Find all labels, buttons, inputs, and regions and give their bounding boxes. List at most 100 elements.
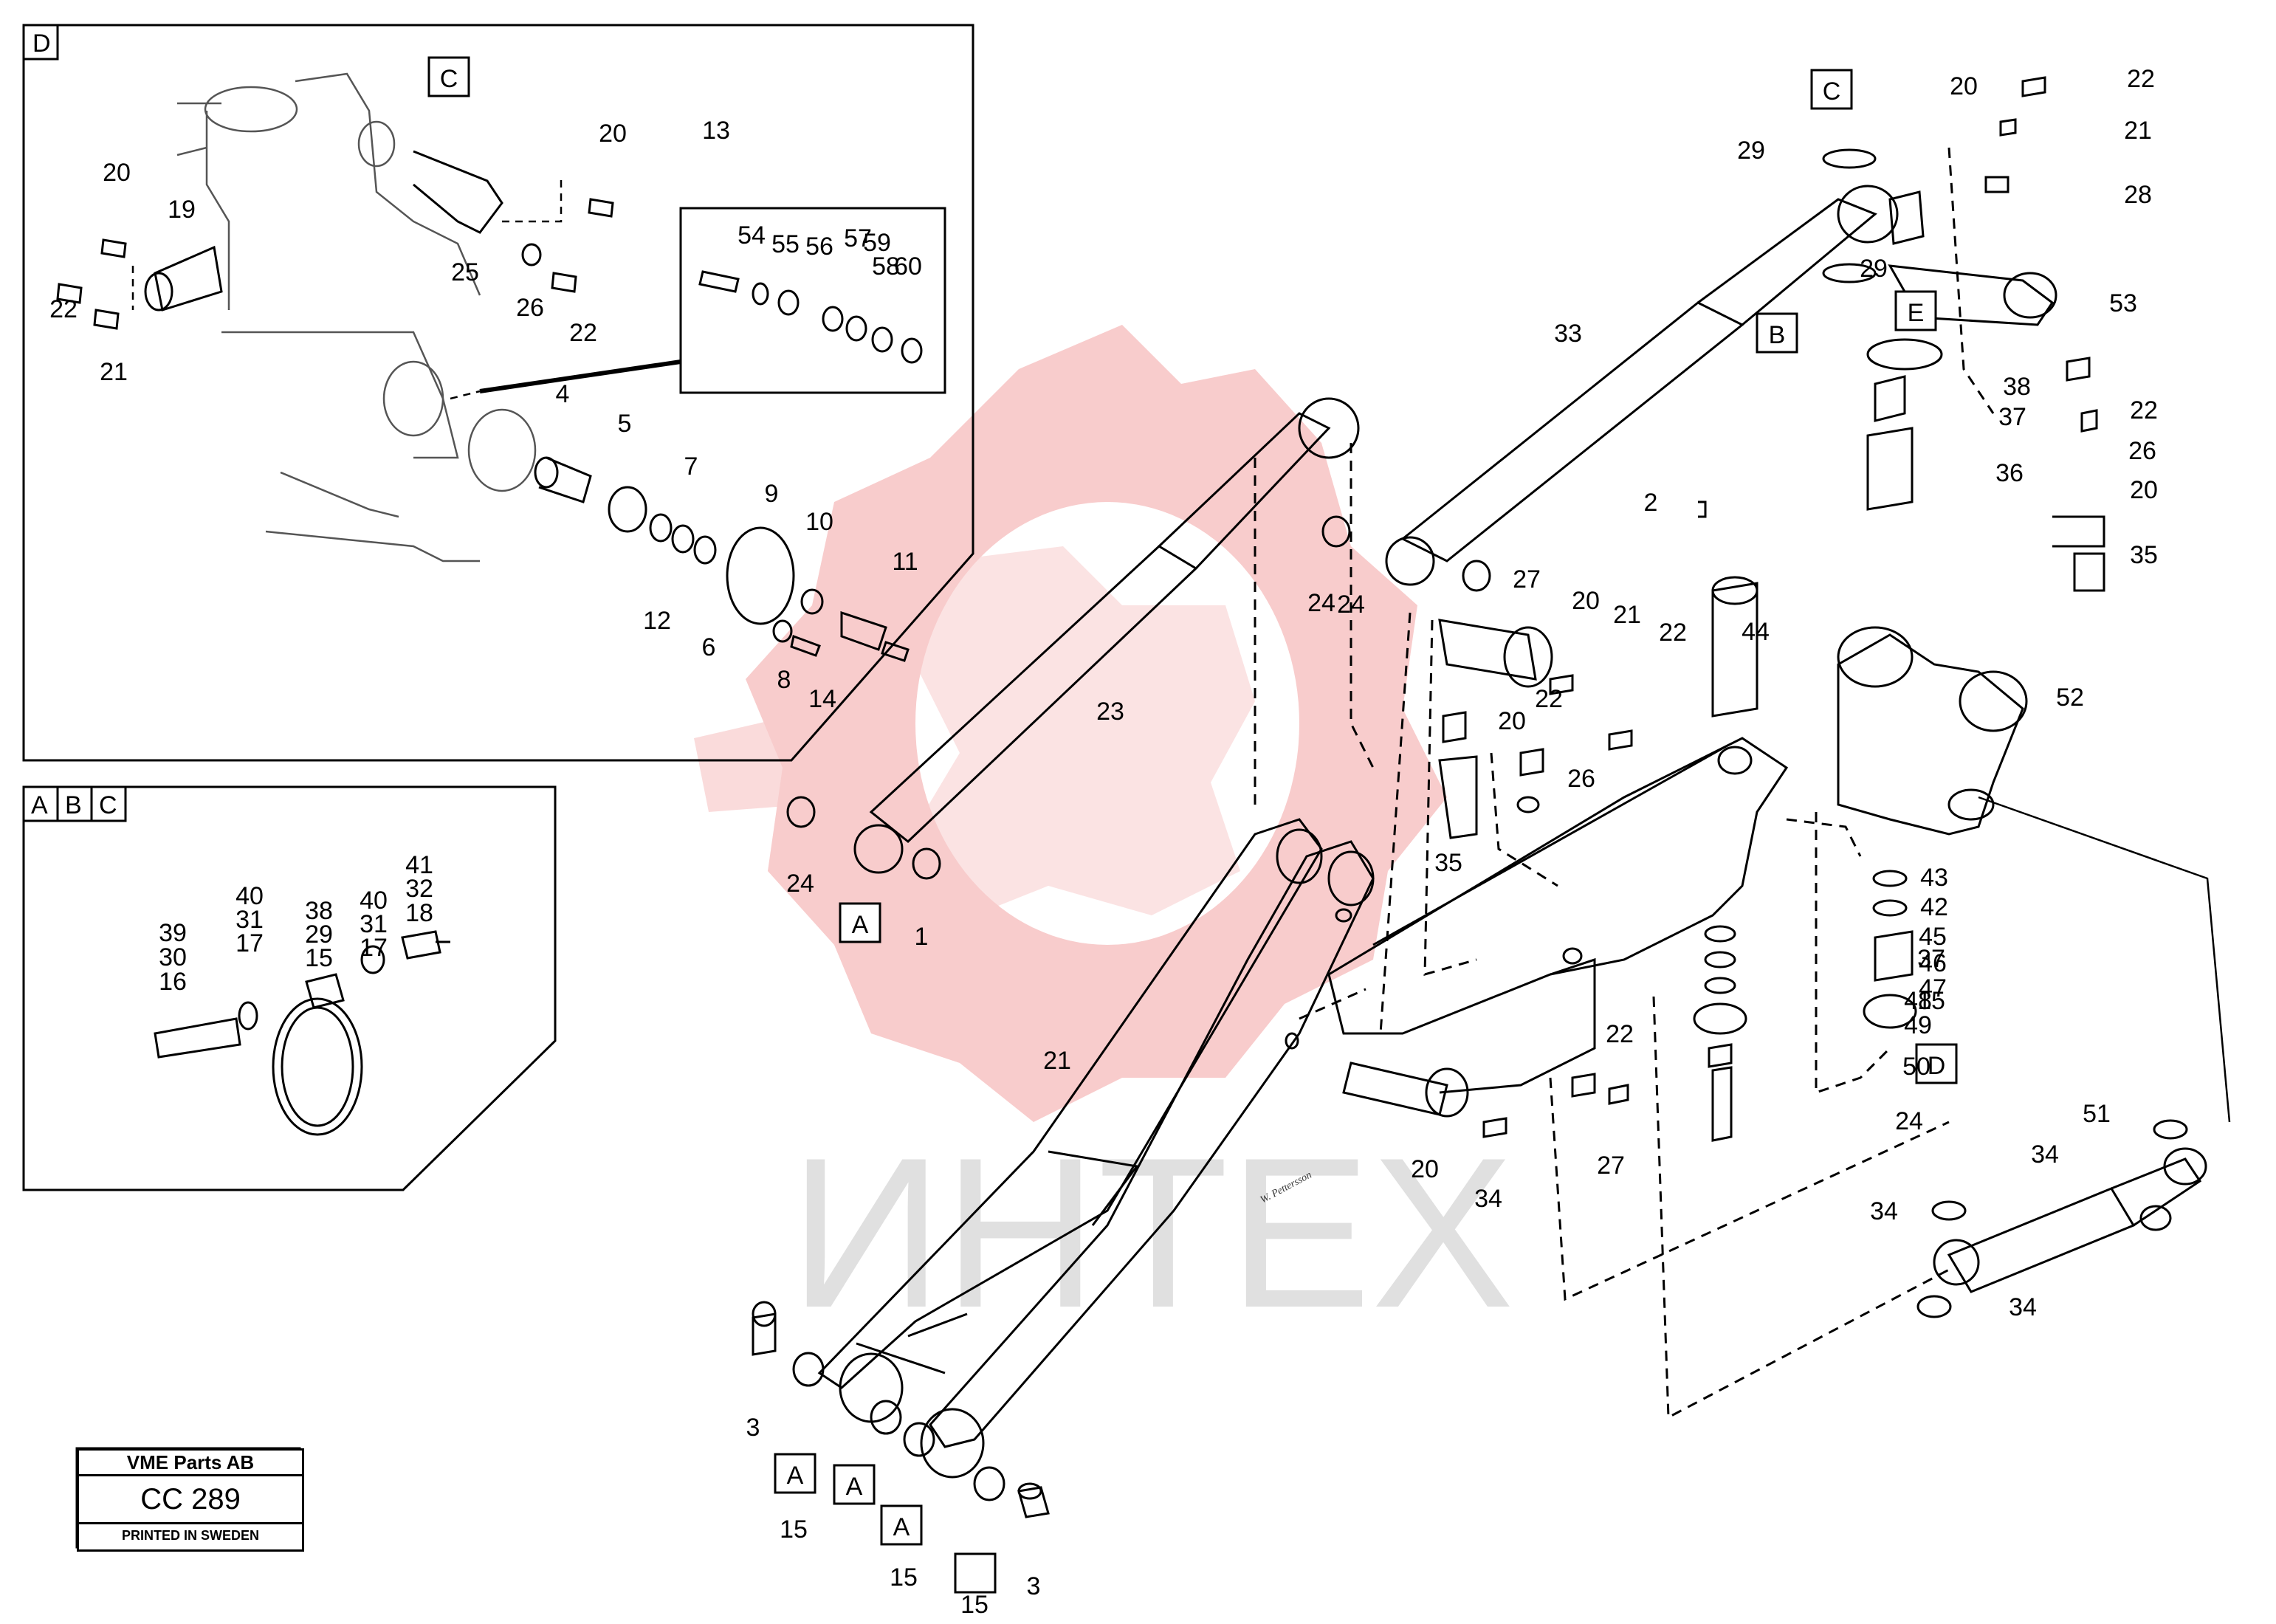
detail-abc-drawing xyxy=(154,930,450,1136)
detail-d-label-part-20: 55 xyxy=(771,230,800,258)
main-label-part-55: 3 xyxy=(1027,1572,1041,1600)
main-label-part-29: 43 xyxy=(1920,864,1948,892)
detail-abc-label-part-14: 16 xyxy=(159,968,187,996)
main-label-part-10: 33 xyxy=(1554,320,1582,348)
main-label-part-9: 36 xyxy=(1995,459,2024,487)
detail-d-label-part-23: 58 xyxy=(872,252,900,281)
main-label-part-11: 22 xyxy=(2130,396,2158,424)
detail-abc-label-part-7: 29 xyxy=(305,921,333,949)
main-label-part-49: 34 xyxy=(2031,1140,2059,1169)
main-label-part-21: 22 xyxy=(1659,619,1687,647)
bracket-52 xyxy=(1342,76,2105,1142)
detail-d-label-part-6: 26 xyxy=(516,294,544,322)
detail-d-label-part-15: 6 xyxy=(702,633,716,661)
detail-abc-label-part-10: 31 xyxy=(235,906,264,934)
main-label-part-0: 20 xyxy=(1950,72,1978,100)
detail-d-label-part-18: 13 xyxy=(702,117,730,145)
detail-d-dashes xyxy=(131,177,563,400)
main-label-part-31: 45 xyxy=(1919,923,1947,951)
main-label-part-52: 15 xyxy=(780,1515,808,1544)
main-label-part-25: 22 xyxy=(1535,685,1563,713)
main-label-part-6: 29 xyxy=(1860,255,1888,283)
detail-abc-label-b: B xyxy=(65,791,82,819)
detail-d-label-part-7: 22 xyxy=(569,319,597,347)
main-label-part-23: 52 xyxy=(2056,684,2084,712)
detail-abc-label-part-0: 41 xyxy=(405,851,433,879)
detail-d-label-part-12: 10 xyxy=(805,508,833,536)
detail-d-label-part-13: 11 xyxy=(892,548,918,576)
callout-box-letter-1: C xyxy=(1823,78,1841,106)
detail-abc-label-part-2: 18 xyxy=(405,899,433,927)
title-block: VME Parts AB CC 289 PRINTED IN SWEDEN xyxy=(77,1448,304,1552)
main-label-part-33: 47 xyxy=(1919,974,1947,1002)
main-label-part-40: 24 xyxy=(786,870,814,898)
callout-box-letter-6: A xyxy=(787,1462,804,1490)
main-label-part-51: 3 xyxy=(746,1414,760,1442)
callout-box-letter-0: C xyxy=(440,65,458,93)
main-label-part-36: 48 xyxy=(1904,987,1932,1015)
main-label-part-20: 21 xyxy=(1613,601,1641,629)
detail-abc-label-c: C xyxy=(99,791,117,819)
detail-d-label-part-22: 57 xyxy=(844,224,872,252)
main-label-part-13: 20 xyxy=(2130,476,2158,504)
detail-d-label-part-17: 14 xyxy=(808,685,836,713)
main-label-part-24: 20 xyxy=(1498,707,1526,735)
main-label-part-32: 46 xyxy=(1919,949,1947,977)
main-label-part-30: 42 xyxy=(1920,893,1948,921)
detail-abc-label-part-6: 38 xyxy=(305,897,333,925)
title-block-company: VME Parts AB xyxy=(79,1451,302,1476)
cylinder-23 xyxy=(786,397,1360,880)
main-label-part-48: 34 xyxy=(1870,1197,1898,1225)
inset-frame-54-60 xyxy=(479,207,946,394)
detail-d-label: D xyxy=(32,30,51,58)
callout-box-letter-7: A xyxy=(846,1473,863,1501)
main-label-part-17: 24 xyxy=(1307,589,1335,617)
leader-lines xyxy=(1978,796,2231,1123)
watermark-text: ИНТЕХ xyxy=(789,1113,1514,1352)
main-label-part-5: 29 xyxy=(1737,137,1765,165)
callout-box-letter-5: D xyxy=(1928,1052,1946,1080)
detail-d-label-part-4: 21 xyxy=(100,358,128,386)
callout-box-letter-3: E xyxy=(1908,299,1925,327)
detail-d-label-part-21: 56 xyxy=(805,233,833,261)
title-block-drawing-no: CC 289 xyxy=(79,1476,302,1524)
front-fittings xyxy=(752,1301,1050,1518)
detail-d-label-part-9: 5 xyxy=(618,410,632,438)
detail-d-label-part-3: 22 xyxy=(49,295,78,323)
main-label-part-43: 22 xyxy=(1606,1020,1634,1048)
main-label-part-1: 22 xyxy=(2127,65,2155,93)
main-label-part-2: 21 xyxy=(2124,117,2152,145)
main-label-part-26: 26 xyxy=(1567,765,1595,793)
detail-d-label-part-19: 54 xyxy=(738,221,766,250)
main-label-part-46: 34 xyxy=(1474,1185,1502,1213)
callout-box-letter-8: A xyxy=(893,1513,910,1541)
main-label-part-4: 53 xyxy=(2109,289,2137,317)
detail-d-label-part-1: 19 xyxy=(168,196,196,224)
detail-abc-label-part-13: 30 xyxy=(159,943,187,971)
detail-d-frame xyxy=(22,24,974,762)
detail-d-label-part-5: 25 xyxy=(451,258,479,286)
detail-abc-label-a: A xyxy=(31,791,48,819)
main-label-part-45: 20 xyxy=(1411,1155,1439,1183)
main-label-part-44: 27 xyxy=(1597,1152,1625,1180)
detail-abc-frame xyxy=(22,785,557,1191)
title-block-printed: PRINTED IN SWEDEN xyxy=(121,1528,259,1543)
detail-abc-label-part-5: 17 xyxy=(360,934,388,962)
main-label-part-16: 24 xyxy=(1337,591,1365,619)
callout-box-letter-2: B xyxy=(1769,321,1786,349)
detail-d-label-part-24: 59 xyxy=(863,229,891,257)
main-label-part-41: 1 xyxy=(915,923,929,951)
main-label-part-53: 15 xyxy=(890,1563,918,1592)
main-label-part-39: 24 xyxy=(1895,1107,1923,1135)
main-label-part-54: 15 xyxy=(960,1591,989,1619)
main-label-part-19: 20 xyxy=(1572,587,1600,615)
detail-d-label-part-16: 8 xyxy=(777,666,791,694)
detail-abc-label-part-1: 32 xyxy=(405,875,433,903)
cylinder-51 xyxy=(1916,1119,2207,1318)
main-label-part-38: 50 xyxy=(1902,1053,1931,1081)
main-label-part-28: 35 xyxy=(1434,849,1462,877)
main-label-part-37: 49 xyxy=(1904,1011,1932,1039)
detail-d-label-part-8: 4 xyxy=(556,380,570,408)
